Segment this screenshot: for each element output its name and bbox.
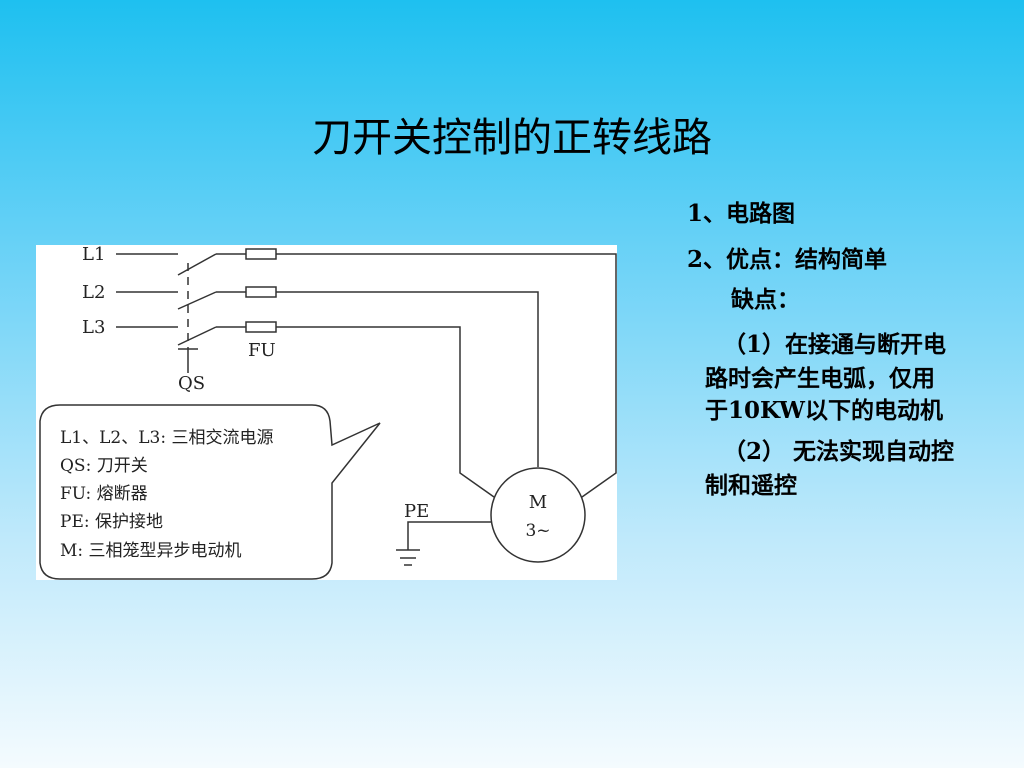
note-item-1: 1、电路图: [687, 200, 796, 227]
note-item-2: 2、优点：结构简单: [687, 246, 888, 273]
label-fu: FU: [248, 340, 276, 361]
note-point-1-line: （1）在接通与断开电: [723, 331, 947, 358]
legend-line: FU: 熔断器: [60, 484, 148, 504]
label-motor: M: [529, 492, 547, 513]
switch-blade-3: [177, 326, 217, 346]
legend-line: M: 三相笼型异步电动机: [60, 541, 242, 561]
wire-pe: [407, 521, 491, 550]
circuit-diagram: L1 L2 L3 QS FU PE M 3~ L1、L2、L3: 三相交流电源 …: [36, 245, 617, 580]
label-pe: PE: [404, 501, 429, 522]
legend-line: PE: 保护接地: [60, 512, 163, 532]
wire-l3-out: [276, 326, 495, 498]
motor-symbol: [490, 467, 586, 563]
wire-l1-out: [276, 253, 617, 498]
slide-title: 刀开关控制的正转线路: [312, 115, 712, 161]
switch-blade-2: [177, 291, 217, 310]
label-motor-phase: 3~: [525, 521, 550, 541]
label-l1: L1: [82, 245, 105, 265]
legend-callout: [39, 404, 381, 580]
circuit-svg: L1 L2 L3 QS FU PE M 3~ L1、L2、L3: 三相交流电源 …: [39, 245, 617, 580]
note-point-2-line: 制和遥控: [705, 472, 797, 499]
note-point-1-line: 于10KW以下的电动机: [705, 397, 944, 424]
switch-blade-1: [177, 253, 217, 276]
fuse-2: [245, 286, 277, 298]
note-drawback-label: 缺点：: [731, 286, 800, 313]
wire-l2-out: [276, 291, 539, 467]
legend-line: QS: 刀开关: [60, 456, 148, 476]
note-point-2-line: （2） 无法实现自动控: [723, 438, 955, 465]
label-l2: L2: [82, 282, 105, 303]
legend-line: L1、L2、L3: 三相交流电源: [60, 428, 273, 448]
fuse-1: [245, 248, 277, 260]
fuse-3: [245, 321, 277, 333]
label-l3: L3: [82, 317, 105, 338]
label-qs: QS: [178, 373, 205, 394]
note-point-1-line: 路时会产生电弧，仅用: [705, 365, 935, 392]
